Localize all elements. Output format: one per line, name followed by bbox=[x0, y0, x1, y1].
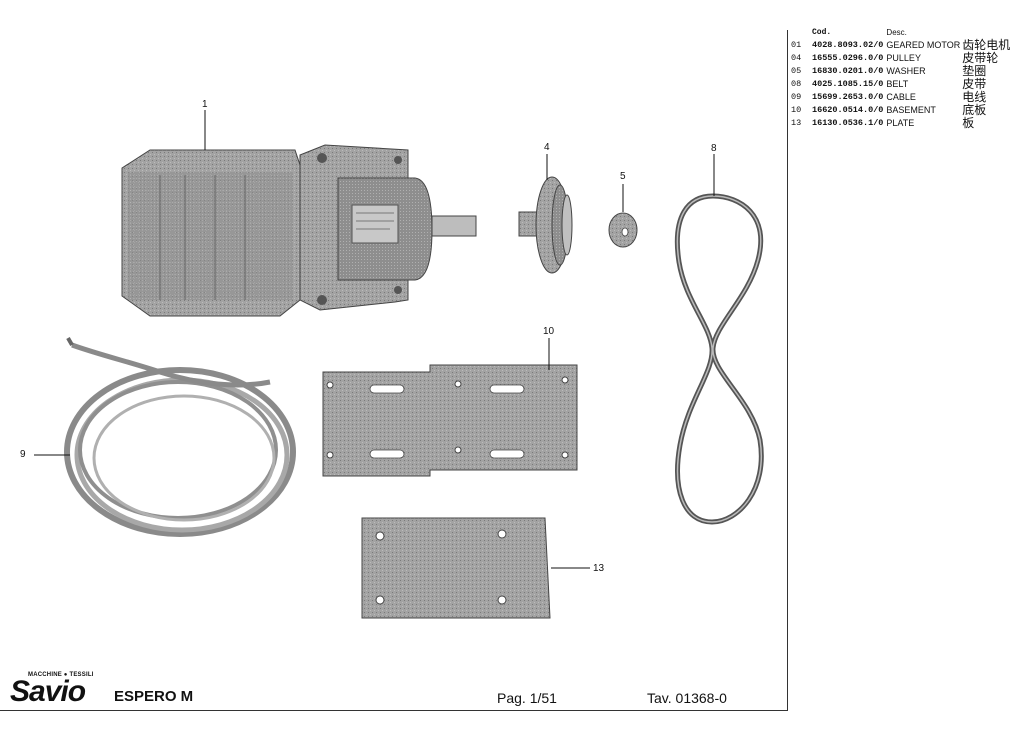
row-code: 16130.0536.1/0 bbox=[812, 118, 884, 128]
row-desc-cn: 皮带 bbox=[962, 77, 987, 91]
row-number: 13 bbox=[791, 118, 802, 128]
logo-wordmark: Savio bbox=[10, 675, 86, 708]
parts-table: Cod. Desc. 01 4028.8093.02/0 GEARED MOTO… bbox=[791, 26, 1013, 130]
row-desc: CABLE bbox=[886, 92, 916, 102]
table-row: 04 16555.0296.0/0 PULLEY 皮带轮 bbox=[791, 52, 1013, 65]
row-number: 05 bbox=[791, 66, 802, 76]
table-row: 08 4025.1085.15/0 BELT 皮带 bbox=[791, 78, 1013, 91]
row-number: 01 bbox=[791, 40, 802, 50]
row-desc: BELT bbox=[886, 79, 909, 89]
row-code: 16555.0296.0/0 bbox=[812, 53, 884, 63]
row-code: 16830.0201.0/0 bbox=[812, 66, 884, 76]
table-row: 10 16620.0514.0/0 BASEMENT 底板 bbox=[791, 104, 1013, 117]
callout-10: 10 bbox=[543, 326, 555, 337]
exploded-parts-drawing bbox=[34, 110, 764, 619]
header-desc: Desc. bbox=[886, 28, 907, 37]
table-row: 09 15699.2653.0/0 CABLE 电线 bbox=[791, 91, 1013, 104]
parts-table-header: Cod. Desc. bbox=[791, 26, 1013, 39]
row-desc-cn: 齿轮电机 bbox=[962, 38, 1011, 52]
table-reference: Tav. 01368-0 bbox=[647, 690, 727, 706]
row-desc: BASEMENT bbox=[886, 105, 936, 115]
model-name: ESPERO M bbox=[114, 688, 194, 705]
row-number: 08 bbox=[791, 79, 802, 89]
header-cod: Cod. bbox=[812, 28, 832, 37]
row-code: 15699.2653.0/0 bbox=[812, 92, 884, 102]
cable-part bbox=[64, 337, 296, 537]
logo-tagline: MACCHINE ● TESSILI bbox=[28, 672, 94, 678]
callout-8: 8 bbox=[711, 143, 717, 154]
table-row: 05 16830.0201.0/0 WASHER 垫圈 bbox=[791, 65, 1013, 78]
row-desc-cn: 垫圈 bbox=[962, 64, 987, 78]
row-number: 09 bbox=[791, 92, 802, 102]
row-desc: PULLEY bbox=[886, 53, 921, 63]
washer-part bbox=[608, 212, 638, 248]
row-desc-cn: 电线 bbox=[962, 90, 987, 104]
row-number: 10 bbox=[791, 105, 802, 115]
callout-9: 9 bbox=[20, 449, 26, 460]
row-code: 16620.0514.0/0 bbox=[812, 105, 884, 115]
row-code: 4028.8093.02/0 bbox=[812, 40, 884, 50]
plate-part bbox=[361, 517, 551, 619]
callout-4: 4 bbox=[544, 142, 550, 153]
callout-13: 13 bbox=[593, 563, 605, 574]
callout-5: 5 bbox=[620, 171, 626, 182]
row-number: 04 bbox=[791, 53, 802, 63]
row-desc: WASHER bbox=[886, 66, 926, 76]
callout-1: 1 bbox=[202, 99, 208, 110]
table-row: 01 4028.8093.02/0 GEARED MOTOR 齿轮电机 bbox=[791, 39, 1013, 52]
page-number: Pag. 1/51 bbox=[497, 690, 557, 706]
table-row: 13 16130.0536.1/0 PLATE 板 bbox=[791, 117, 1013, 130]
belt-part bbox=[674, 193, 764, 525]
row-desc-cn: 板 bbox=[962, 116, 975, 130]
pulley-part bbox=[518, 176, 573, 274]
basement-part bbox=[322, 364, 578, 477]
row-desc-cn: 底板 bbox=[962, 103, 987, 117]
geared-motor-part bbox=[121, 144, 477, 317]
frame-vertical-rule bbox=[787, 30, 788, 710]
frame-horizontal-rule bbox=[0, 710, 788, 711]
row-desc: GEARED MOTOR bbox=[886, 40, 961, 50]
row-desc-cn: 皮带轮 bbox=[962, 51, 999, 65]
row-code: 4025.1085.15/0 bbox=[812, 79, 884, 89]
row-desc: PLATE bbox=[886, 118, 915, 128]
